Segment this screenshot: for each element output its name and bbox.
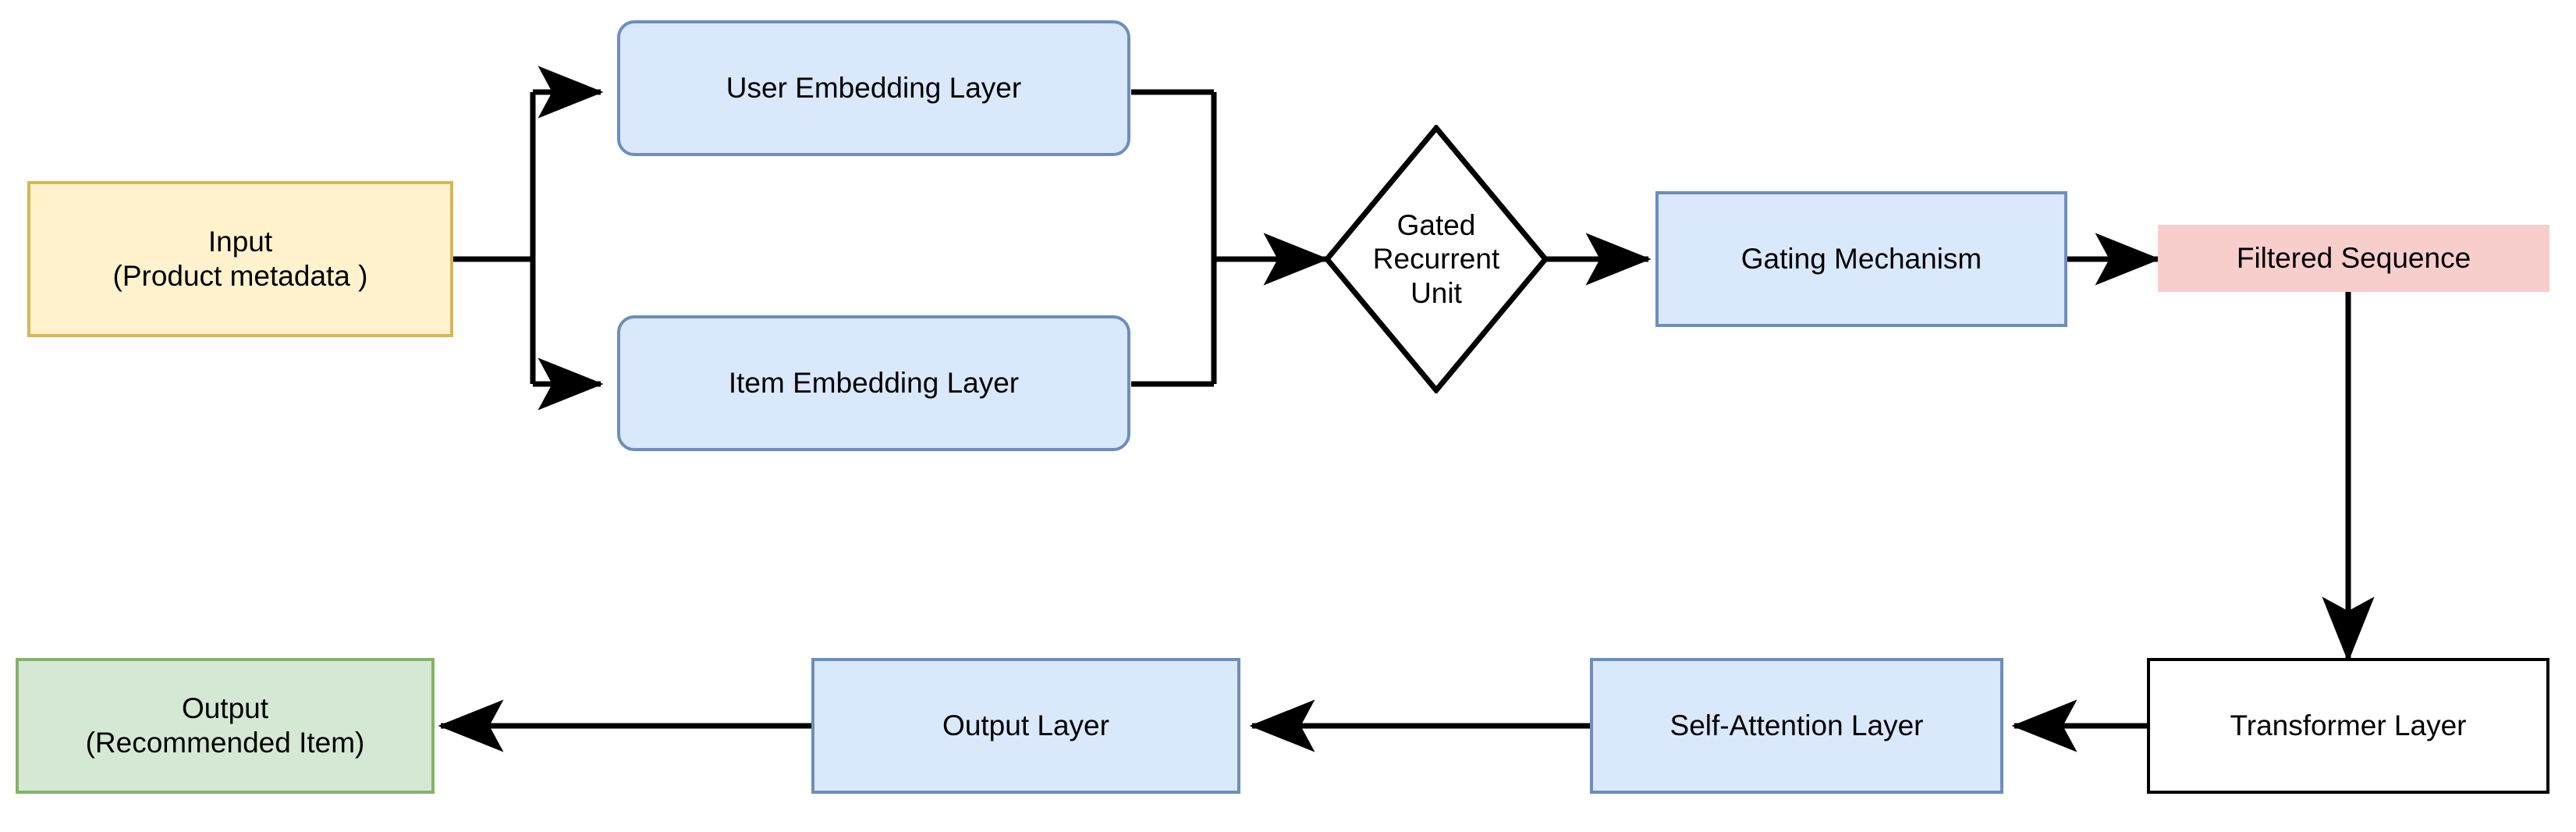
- diamond-shape: [1324, 125, 1549, 393]
- node-output-layer-label: Output Layer: [942, 709, 1109, 742]
- node-self-attention-layer-label: Self-Attention Layer: [1669, 709, 1924, 742]
- node-user-embedding-layer-label: User Embedding Layer: [726, 72, 1022, 105]
- node-output-line1: Output: [181, 692, 269, 725]
- node-transformer-layer[interactable]: Transformer Layer: [2147, 658, 2549, 794]
- node-input[interactable]: Input (Product metadata ): [27, 181, 453, 337]
- node-gating-mechanism[interactable]: Gating Mechanism: [1655, 191, 2067, 327]
- node-gating-mechanism-label: Gating Mechanism: [1740, 243, 1982, 276]
- node-filtered-sequence-label: Filtered Sequence: [2236, 242, 2471, 275]
- node-item-embedding-layer-label: Item Embedding Layer: [728, 367, 1020, 400]
- node-output-layer[interactable]: Output Layer: [811, 658, 1240, 794]
- node-gru-line2: Recurrent: [1372, 243, 1500, 276]
- node-input-line2: (Product metadata ): [112, 260, 368, 292]
- node-item-embedding-layer[interactable]: Item Embedding Layer: [617, 315, 1130, 451]
- edge-embeddings-merge: [1131, 89, 1217, 387]
- node-output[interactable]: Output (Recommended Item): [16, 658, 435, 794]
- node-self-attention-layer[interactable]: Self-Attention Layer: [1590, 658, 2003, 794]
- edge-input-split: [453, 92, 536, 384]
- node-gru-line3: Unit: [1410, 276, 1462, 309]
- node-gated-recurrent-unit[interactable]: Gated Recurrent Unit: [1324, 125, 1549, 393]
- node-gru-line1: Gated: [1396, 208, 1476, 241]
- node-transformer-layer-label: Transformer Layer: [2230, 709, 2467, 742]
- node-filtered-sequence[interactable]: Filtered Sequence: [2158, 225, 2549, 292]
- node-input-line1: Input: [208, 226, 273, 258]
- node-user-embedding-layer[interactable]: User Embedding Layer: [617, 20, 1130, 156]
- node-output-line2: (Recommended Item): [85, 727, 365, 759]
